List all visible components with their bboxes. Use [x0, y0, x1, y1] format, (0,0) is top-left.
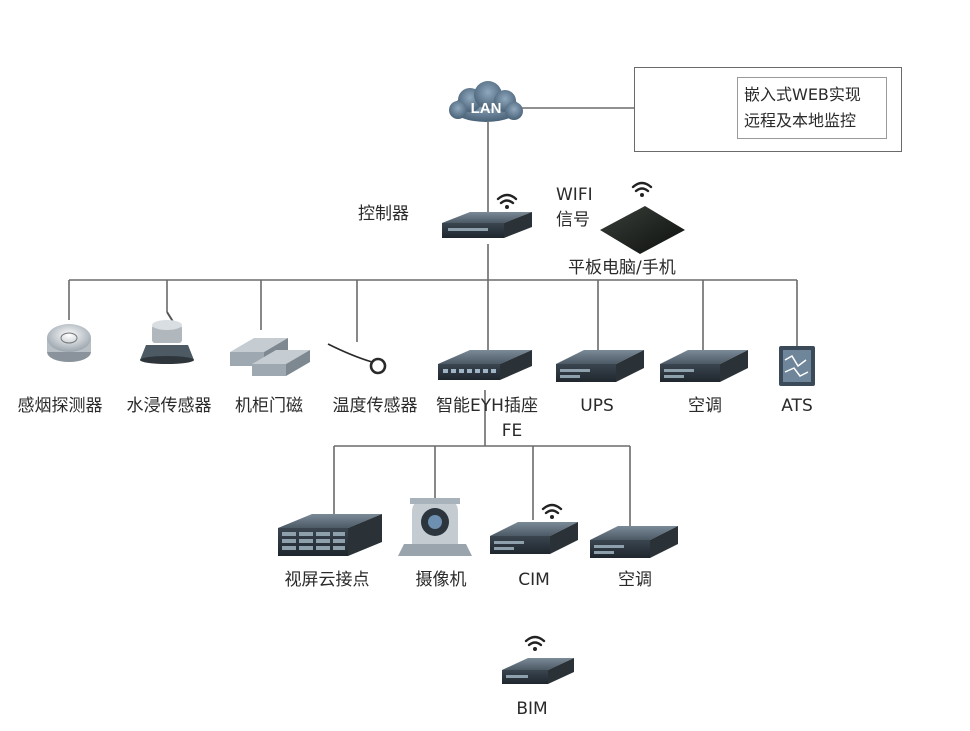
air-conditioner-label: 空调 [688, 396, 722, 416]
door-magnet-icon [230, 338, 310, 376]
cim-label: CIM [518, 570, 550, 590]
nvr-label: 视屏云接点 [284, 570, 370, 590]
smoke-detector-label: 感烟探测器 [17, 396, 103, 416]
connection-lines [68, 107, 798, 526]
cim-device-icon [490, 522, 578, 554]
wifi-icon-cim [541, 503, 563, 519]
remote-line-1: 嵌入式WEB实现 [744, 85, 861, 104]
wifi-icon-bim [524, 635, 546, 651]
camera-icon [398, 498, 472, 556]
ups-device-icon [556, 350, 644, 382]
bim-device-icon [502, 658, 574, 684]
camera-label: 摄像机 [415, 570, 467, 590]
smoke-detector-icon [47, 324, 91, 362]
wifi-icon-tablet [631, 181, 653, 197]
fe-label: FE [501, 421, 523, 441]
remote-line-2: 远程及本地监控 [744, 111, 857, 130]
controller-device-icon [442, 212, 532, 238]
remote-monitoring-text: 嵌入式WEB实现 远程及本地监控 [737, 77, 887, 139]
wifi-label-line1: WIFI [556, 185, 593, 205]
water-sensor-icon [140, 311, 194, 364]
water-sensor-label: 水浸传感器 [126, 396, 212, 416]
controller-label: 控制器 [358, 204, 409, 224]
tablet-label: 平板电脑/手机 [568, 258, 676, 278]
ups-label: UPS [580, 396, 614, 416]
ats-device-icon [779, 346, 815, 386]
bim-label: BIM [516, 699, 548, 719]
tablet-device-icon [600, 206, 685, 254]
lan-cloud-icon: LAN [449, 81, 523, 122]
air-conditioner-icon-2 [590, 526, 678, 558]
smart-socket-label: 智能EYH插座 [436, 396, 538, 416]
air-conditioner-icon [660, 350, 748, 382]
lan-label: LAN [471, 100, 502, 117]
temperature-sensor-label: 温度传感器 [332, 396, 418, 416]
nvr-storage-icon [278, 514, 382, 556]
door-magnet-label: 机柜门磁 [235, 396, 303, 416]
air-conditioner-label-2: 空调 [618, 570, 652, 590]
wifi-icon-controller [496, 193, 518, 209]
ats-label: ATS [781, 396, 813, 416]
temperature-sensor-icon [327, 343, 387, 375]
remote-monitoring-box: 嵌入式WEB实现 远程及本地监控 [634, 67, 902, 152]
wifi-label-line2: 信号 [556, 210, 590, 230]
smart-socket-icon [438, 350, 532, 380]
